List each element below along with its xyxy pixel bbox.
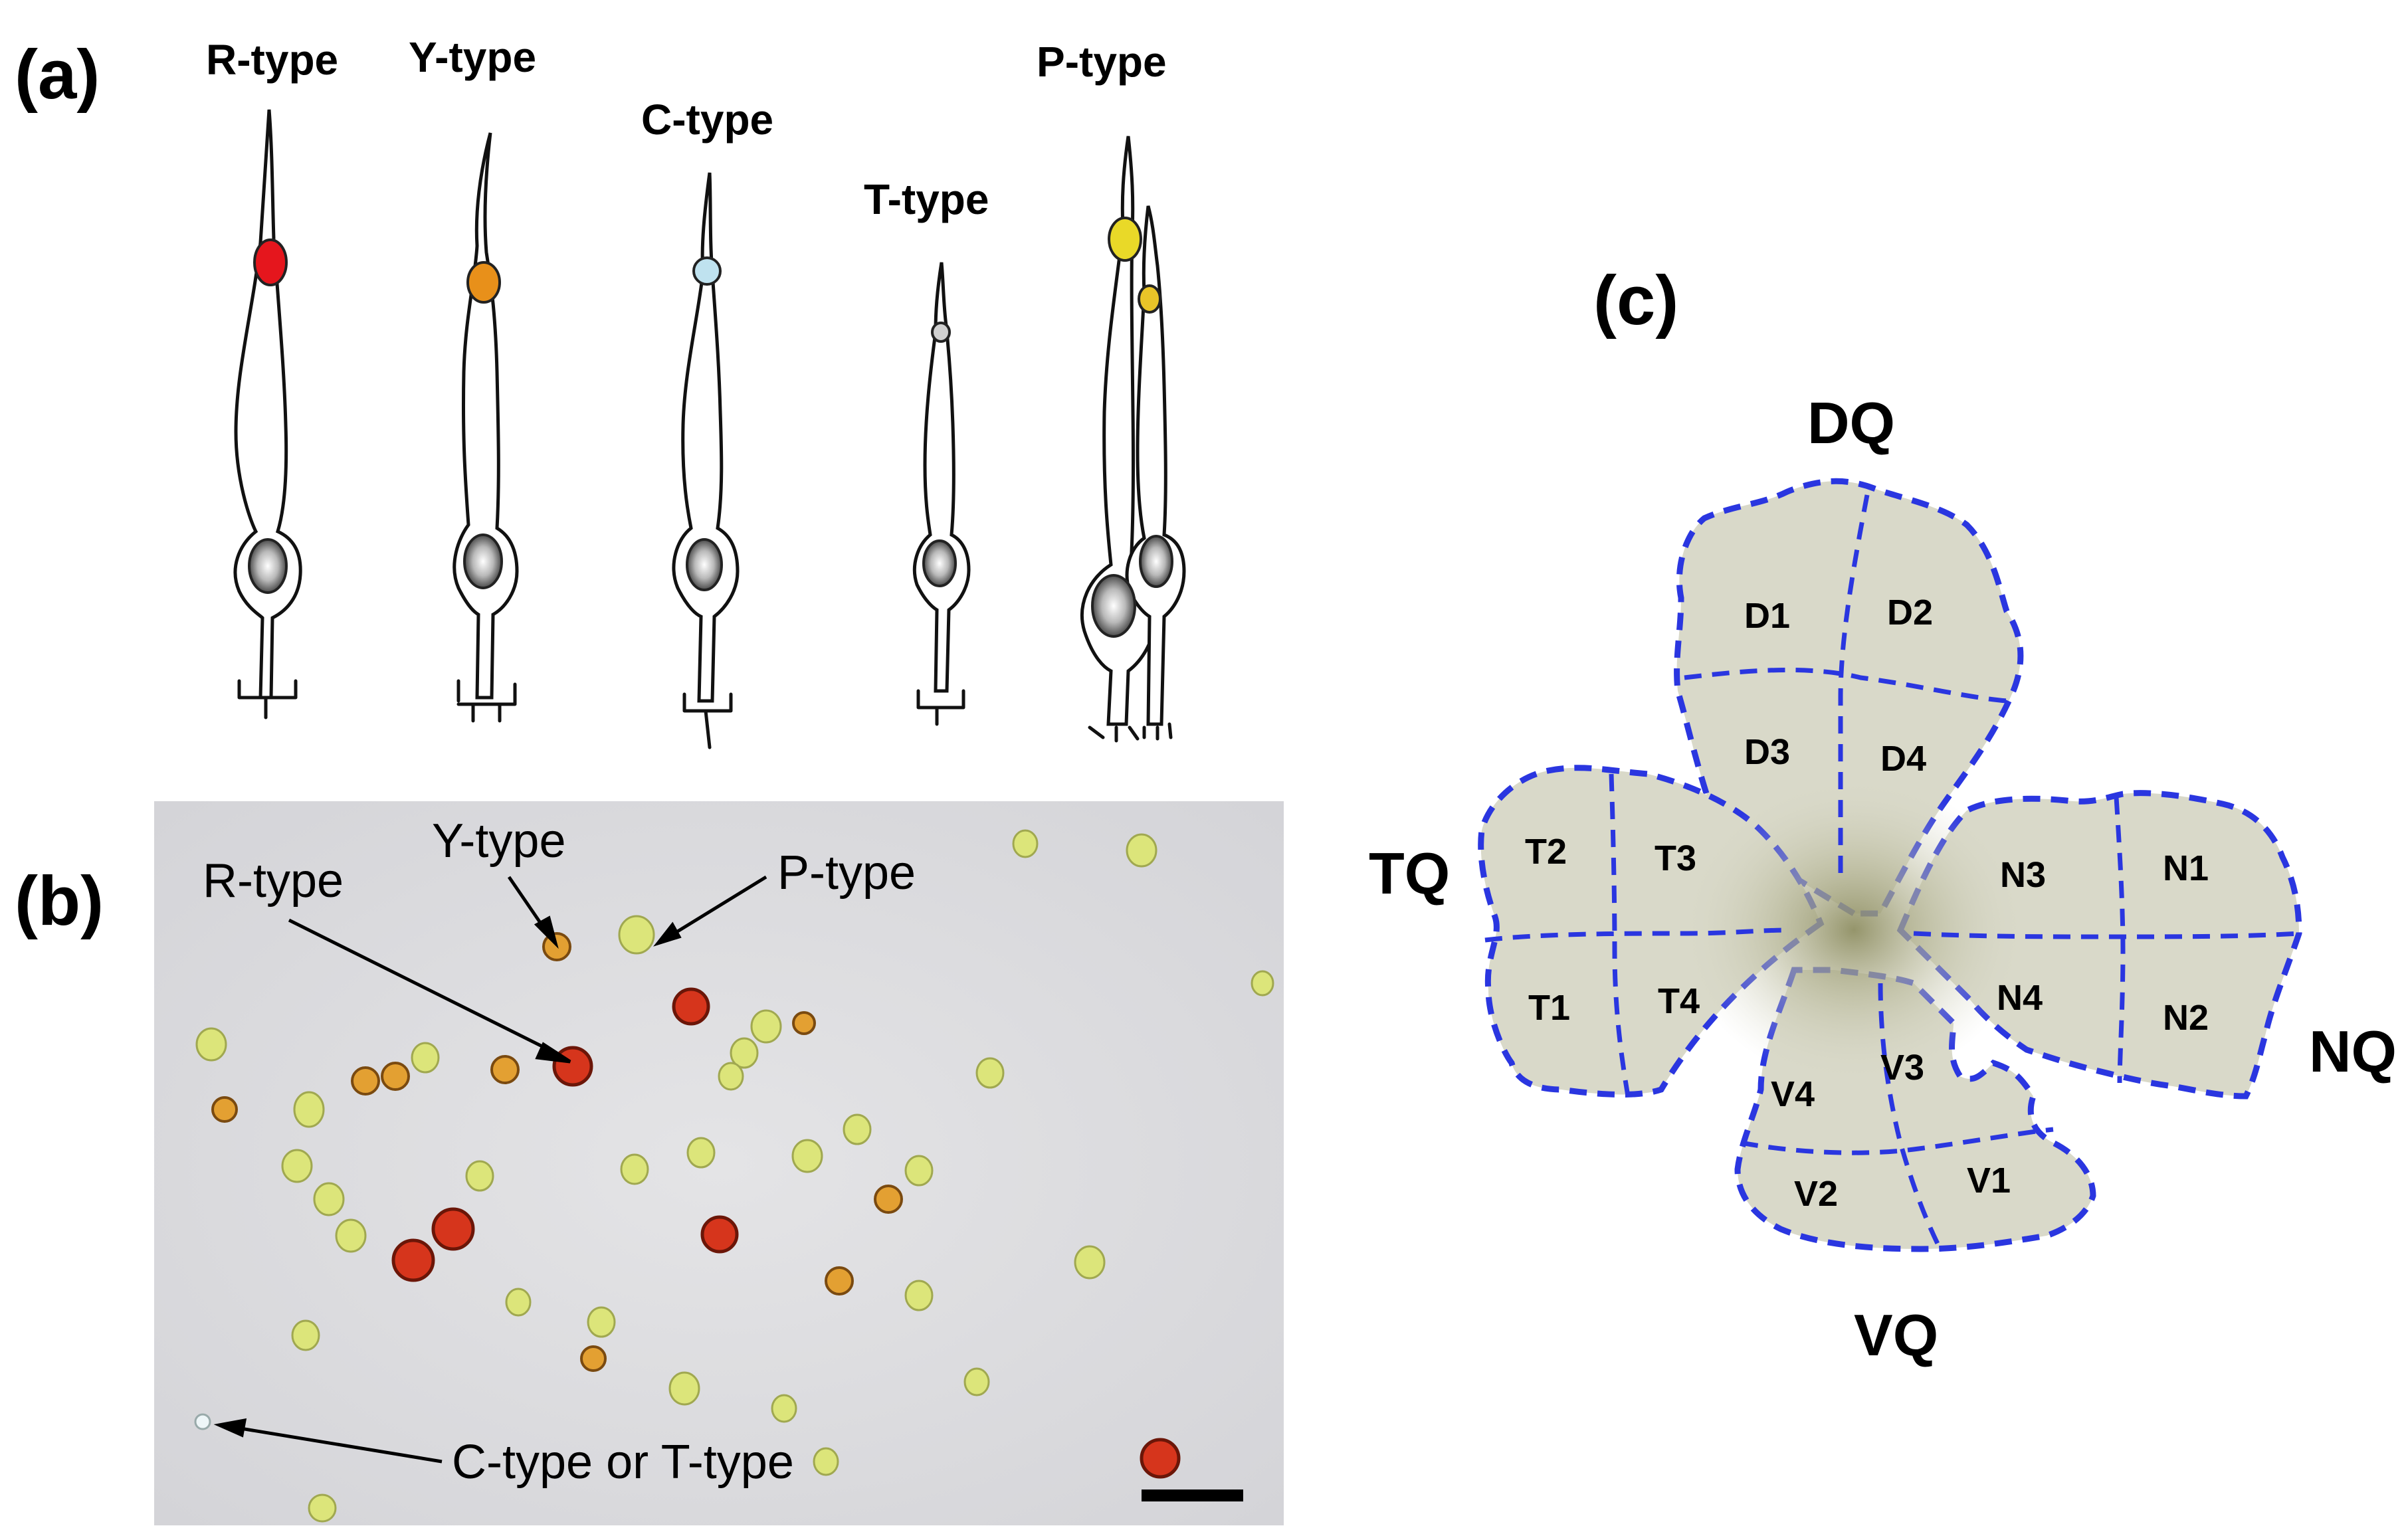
droplet-c-type — [692, 256, 722, 286]
panel-a: (a) R-type Y-type C-type T-type — [15, 33, 1186, 749]
cell-body-outline — [233, 109, 302, 700]
droplet-r-type — [253, 239, 288, 286]
region-label-d2: D2 — [1887, 593, 1933, 632]
accessory-member-outline — [1125, 205, 1186, 726]
region-label-d4: D4 — [1880, 739, 1926, 779]
synaptic-pedicle — [237, 679, 298, 720]
panel-label-a: (a) — [15, 36, 100, 114]
annotation-c-or-t-type: C-type or T-type — [452, 1436, 794, 1489]
region-label-t3: T3 — [1655, 838, 1696, 878]
region-label-d1: D1 — [1744, 596, 1790, 636]
region-label-t2: T2 — [1525, 832, 1567, 872]
cell-y-type: Y-type — [409, 33, 536, 723]
synaptic-pedicle — [682, 692, 733, 749]
panel-c: (c) DQ TQ NQ VQ D1 D2 D3 D4 T1 T2 T — [1369, 262, 2397, 1368]
region-label-t4: T4 — [1658, 981, 1700, 1021]
region-dividers — [1484, 494, 2300, 1250]
nucleus — [463, 533, 503, 589]
region-label-n4: N4 — [1997, 978, 2043, 1018]
scale-bar — [1142, 1489, 1243, 1501]
nucleus — [922, 539, 957, 587]
quadrant-label-nq: NQ — [2309, 1018, 2397, 1084]
droplet-p-type-principal — [1108, 217, 1142, 262]
region-label-d3: D3 — [1744, 732, 1790, 772]
cell-label-y-type: Y-type — [409, 33, 536, 81]
yellow-green-droplets — [195, 829, 1274, 1523]
region-label-v1: V1 — [1967, 1161, 2011, 1200]
region-label-v2: V2 — [1794, 1174, 1838, 1214]
cell-label-c-type: C-type — [641, 96, 773, 144]
cell-r-type: R-type — [206, 36, 338, 720]
synaptic-pedicle — [916, 689, 965, 726]
colorless-droplet — [194, 1413, 211, 1430]
region-label-n2: N2 — [2163, 998, 2209, 1038]
cell-body-outline — [672, 172, 740, 703]
region-label-t1: T1 — [1528, 988, 1570, 1028]
droplet-t-type — [931, 322, 951, 343]
quadrant-label-dq: DQ — [1807, 390, 1895, 456]
cell-label-r-type: R-type — [206, 36, 338, 84]
cell-p-type: P-type — [1037, 38, 1186, 743]
annotation-arrows — [213, 875, 767, 1464]
panel-label-b: (b) — [15, 862, 104, 940]
quadrant-label-vq: VQ — [1854, 1302, 1938, 1368]
synaptic-pedicle — [456, 679, 517, 723]
micrograph — [154, 801, 1284, 1525]
nucleus — [1091, 574, 1136, 638]
cell-label-p-type: P-type — [1037, 38, 1167, 86]
nucleus — [248, 538, 288, 594]
cell-label-t-type: T-type — [864, 175, 989, 223]
annotation-p-type: P-type — [777, 846, 916, 900]
region-label-v3: V3 — [1880, 1048, 1924, 1088]
region-label-n1: N1 — [2163, 848, 2209, 888]
quadrant-label-tq: TQ — [1369, 840, 1450, 906]
annotation-r-type: R-type — [203, 854, 344, 908]
panel-b: (b) — [15, 801, 1284, 1525]
cell-t-type: T-type — [864, 175, 989, 726]
cell-body-outline — [452, 132, 519, 700]
droplet-y-type — [466, 261, 501, 304]
droplet-p-type-accessory — [1138, 284, 1161, 314]
nucleus — [1139, 535, 1173, 588]
nucleus — [686, 538, 723, 591]
region-label-v4: V4 — [1771, 1074, 1815, 1114]
optic-center-shading — [1681, 777, 2027, 1083]
annotation-y-type: Y-type — [432, 815, 565, 868]
cell-c-type: C-type — [641, 96, 773, 749]
panel-label-c: (c) — [1593, 262, 1678, 339]
region-label-n3: N3 — [2000, 855, 2046, 895]
synaptic-pedicle — [1088, 722, 1173, 743]
cell-body-outline — [913, 262, 971, 693]
red-droplets — [391, 987, 1181, 1479]
